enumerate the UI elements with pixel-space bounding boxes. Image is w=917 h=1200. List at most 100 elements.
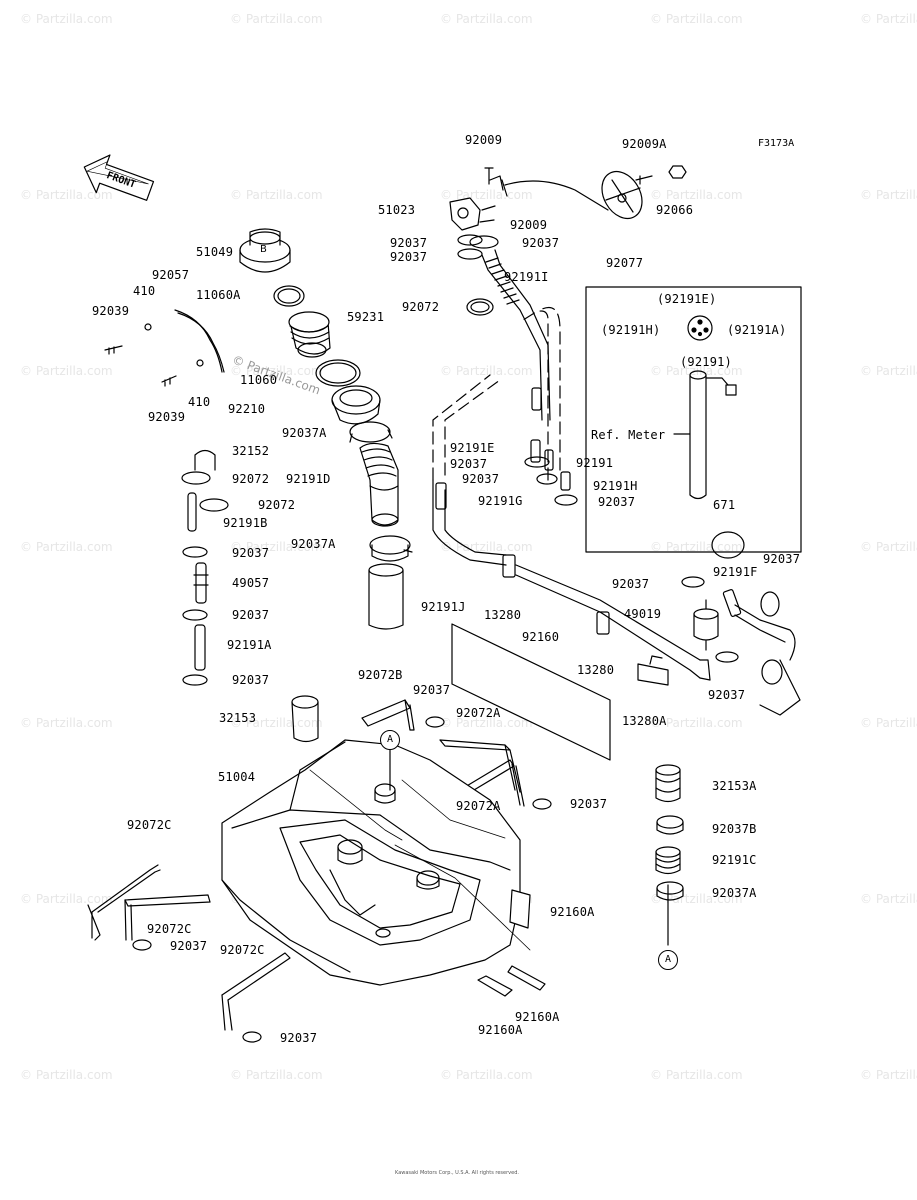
watermark-text: © Partzilla.com <box>650 892 743 906</box>
part-label-92072c_2: 92072C <box>147 922 192 936</box>
bolt-92009-icon <box>484 167 508 197</box>
watermark-text: © Partzilla.com <box>440 540 533 554</box>
hose-92191c-icon <box>655 846 681 875</box>
part-label-51049: 51049 <box>196 245 234 259</box>
part-label-13280a: 13280A <box>622 714 667 728</box>
part-label-671: 671 <box>713 498 736 512</box>
protector-92160-icon <box>451 623 611 761</box>
part-label-92160a_1: 92160A <box>550 905 595 919</box>
part-label-92191b: 92191B <box>223 516 268 530</box>
part-label-92037b: 92037B <box>712 822 757 836</box>
part-label-49019: 49019 <box>624 607 662 621</box>
watermark-text: © Partzilla.com <box>650 1068 743 1082</box>
watermark-text: © Partzilla.com <box>230 188 323 202</box>
part-label-51004: 51004 <box>218 770 256 784</box>
part-label-92191_i: (92191) <box>680 355 732 369</box>
inset-ref-meter-label: Ref. Meter <box>591 428 666 442</box>
clamp-92037b-icon <box>656 815 684 835</box>
watermark-text: © Partzilla.com <box>650 188 743 202</box>
watermark-text: © Partzilla.com <box>20 892 113 906</box>
watermark-text: © Partzilla.com <box>20 716 113 730</box>
watermark-text: © Partzilla.com <box>860 12 917 26</box>
part-label-92037_15: 92037 <box>170 939 208 953</box>
watermark-text: © Partzilla.com <box>20 188 113 202</box>
ref-circle-a-right: A <box>658 950 678 970</box>
bracket-92072b-icon <box>361 699 415 731</box>
tank-neck-32153-icon <box>291 695 319 743</box>
watermark-text: © Partzilla.com <box>440 1068 533 1082</box>
part-label-92160a_3: 92160A <box>478 1023 523 1037</box>
part-label-32153a: 32153A <box>712 779 757 793</box>
part-label-92072a_2: 92072A <box>456 799 501 813</box>
ref-meter-inset-icon <box>585 286 802 553</box>
part-label-92009a: 92009 <box>465 133 503 147</box>
filler-neck-59231-icon <box>288 311 331 358</box>
diagram-code: F3173A <box>758 138 795 149</box>
part-label-11060: 11060 <box>240 373 278 387</box>
part-label-11060a: 11060A <box>196 288 241 302</box>
svg-text:B: B <box>260 244 267 255</box>
part-label-410b: 410 <box>188 395 211 409</box>
clamp-92037a-lower-icon <box>369 535 413 562</box>
watermark-text: © Partzilla.com <box>860 716 917 730</box>
fuel-cap-icon: B <box>239 228 291 273</box>
credit-line-1: Kawasaki Motors Corp., U.S.A. All rights… <box>395 1170 519 1176</box>
part-label-92037_2: 92037 <box>522 236 560 250</box>
hose-92191d-icon <box>359 442 399 527</box>
part-label-59231: 59231 <box>347 310 385 324</box>
clip-13280-icon <box>502 554 669 686</box>
leader-lines-icon <box>309 769 531 951</box>
part-label-92037_1: 92037 <box>390 236 428 250</box>
part-label-92191f: 92191F <box>713 565 758 579</box>
watermark-text: © Partzilla.com <box>440 364 533 378</box>
part-label-92077: 92077 <box>606 256 644 270</box>
hose-92191b-icon <box>187 492 197 532</box>
part-label-92191d: 92191D <box>286 472 331 486</box>
fuel-filter-49019-icon <box>693 599 719 651</box>
part-label-92037_8: 92037 <box>462 472 500 486</box>
watermark-text: © Partzilla.com <box>20 1068 113 1082</box>
part-label-92160a_2: 92160A <box>515 1010 560 1024</box>
fuel-valve-51023-icon <box>449 175 609 231</box>
part-label-92037_16: 92037 <box>280 1031 318 1045</box>
watermark-text: © Partzilla.com <box>230 12 323 26</box>
watermark-text: © Partzilla.com <box>860 540 917 554</box>
watermark-text: © Partzilla.com <box>230 364 323 378</box>
watermark-text: © Partzilla.com <box>650 12 743 26</box>
o-ring-671-icon <box>711 531 745 559</box>
part-label-92191h: 92191H <box>593 479 638 493</box>
bolt-92009a-icon <box>635 165 687 185</box>
watermark-text: © Partzilla.com <box>440 188 533 202</box>
part-label-92037_9: 92037 <box>598 495 636 509</box>
part-label-92191a: 92191A <box>227 638 272 652</box>
part-label-92072_3: 92072 <box>258 498 296 512</box>
hose-92191a-icon <box>194 624 206 671</box>
clamp-small-icon <box>182 546 208 686</box>
watermark-text: © Partzilla.com <box>230 1068 323 1082</box>
watermark-text: © Partzilla.com <box>650 716 743 730</box>
watermark-text: © Partzilla.com <box>860 892 917 906</box>
part-label-92191e_i: (92191E) <box>657 292 717 306</box>
part-label-92039b: 92039 <box>148 410 186 424</box>
part-label-32152: 32152 <box>232 444 270 458</box>
watermark-text: © Partzilla.com <box>860 364 917 378</box>
part-label-92072_1: 92072 <box>402 300 440 314</box>
fuel-tank-51004-icon <box>221 739 521 986</box>
part-label-92072a_1: 92072A <box>456 706 501 720</box>
clamp-92037a-icon <box>349 421 393 443</box>
part-label-92191e: 92191E <box>450 441 495 455</box>
clamp-ring-icon <box>524 456 783 685</box>
watermark-text: © Partzilla.com <box>440 12 533 26</box>
part-label-92072c_1: 92072C <box>127 818 172 832</box>
tank-port-icon <box>337 783 440 938</box>
part-label-92037a_1: 92037A <box>282 426 327 440</box>
part-label-92210: 92210 <box>228 402 266 416</box>
hose-32152-icon <box>194 449 216 471</box>
watermark-text: © Partzilla.com <box>440 716 533 730</box>
ref-line-a-icon <box>389 747 669 946</box>
clip-92072-icon <box>181 471 229 512</box>
part-label-92072c_3: 92072C <box>220 943 265 957</box>
part-label-92039a: 92039 <box>92 304 130 318</box>
